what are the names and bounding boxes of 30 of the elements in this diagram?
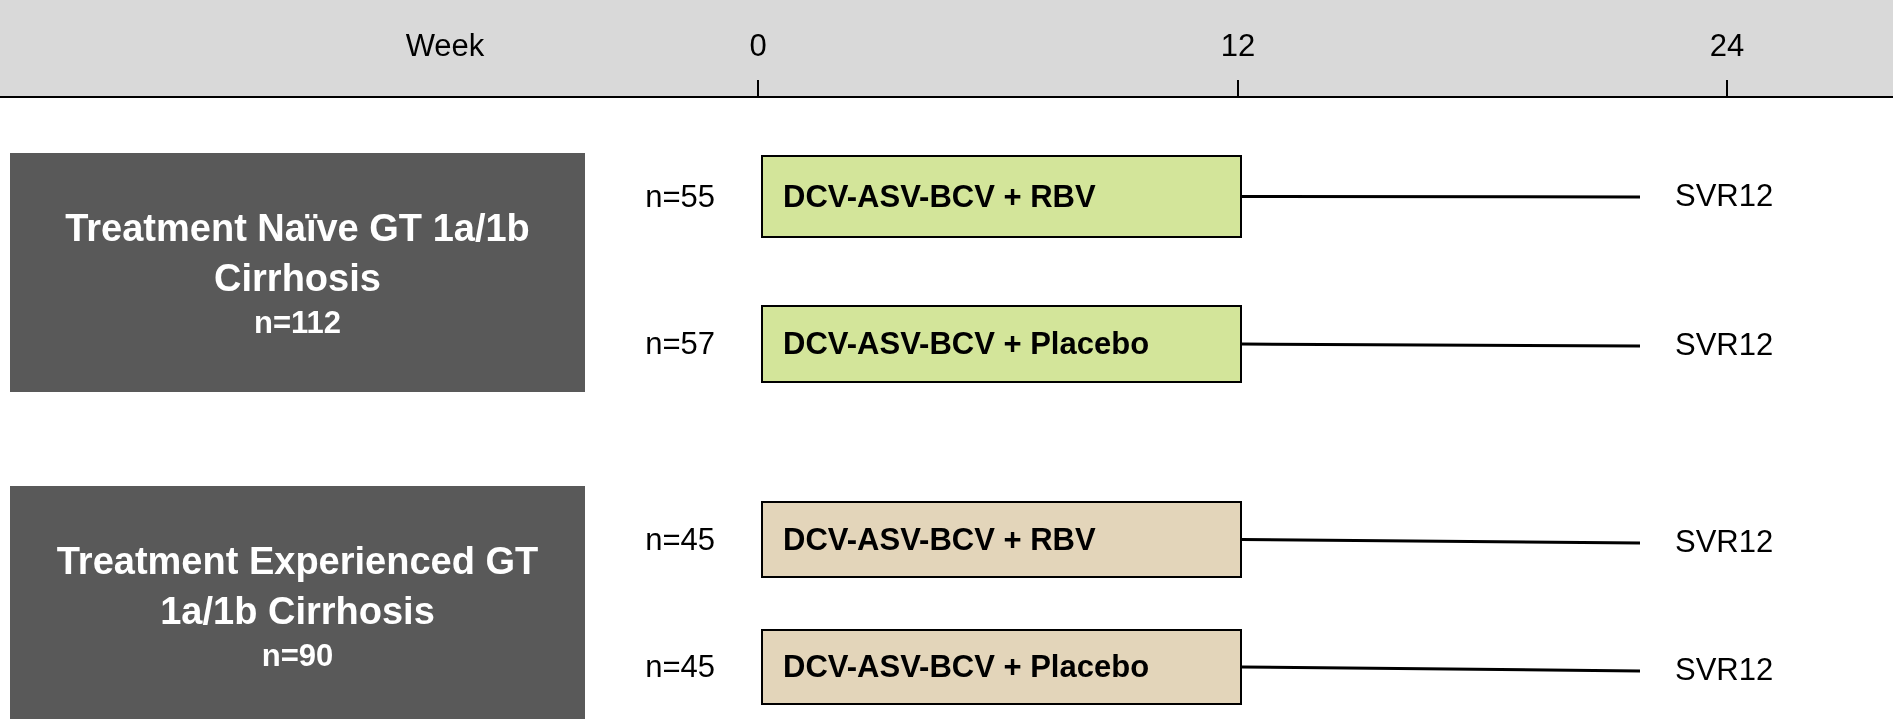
treatment-label: DCV-ASV-BCV + Placebo	[783, 326, 1150, 362]
tick-label: 24	[1709, 28, 1745, 64]
treatment-box	[761, 629, 1242, 705]
connector-line	[1242, 538, 1640, 545]
connector-line	[1242, 195, 1640, 199]
group-box	[10, 486, 585, 719]
group-heading: Treatment Naïve GT 1a/1b Cirrhosis	[64, 205, 531, 301]
group-heading: Treatment Experienced GT 1a/1b Cirrhosis	[55, 539, 540, 634]
sample-size-label: n=45	[645, 649, 715, 685]
treatment-box	[761, 155, 1242, 238]
treatment-label: DCV-ASV-BCV + RBV	[783, 178, 1096, 215]
axis-title: Week	[405, 28, 485, 64]
tick-label: 0	[749, 28, 767, 64]
sample-size-label: n=57	[645, 326, 715, 362]
connector-line	[1242, 342, 1640, 348]
group-count: n=90	[261, 637, 334, 675]
outcome-label: SVR12	[1675, 652, 1774, 688]
connector-line	[1242, 665, 1640, 673]
sample-size-label: n=55	[645, 178, 715, 215]
tick-label: 12	[1220, 28, 1256, 64]
outcome-label: SVR12	[1675, 178, 1774, 214]
treatment-label: DCV-ASV-BCV + RBV	[783, 521, 1096, 558]
treatment-label: DCV-ASV-BCV + Placebo	[783, 649, 1150, 685]
treatment-box	[761, 501, 1242, 578]
sample-size-label: n=45	[645, 521, 715, 558]
outcome-label: SVR12	[1675, 524, 1774, 560]
group-count: n=112	[253, 303, 342, 342]
outcome-label: SVR12	[1675, 327, 1774, 363]
treatment-box	[761, 305, 1242, 383]
group-box	[10, 153, 585, 392]
